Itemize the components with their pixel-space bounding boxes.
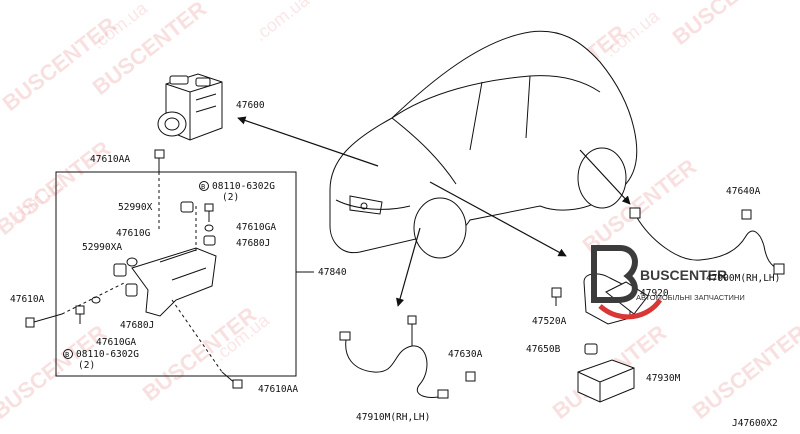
bracket-icon <box>131 247 217 317</box>
logo-b-icon: BUSCENTER АВТОМОБІЛЬНІ ЗАПЧАСТИНИ <box>591 245 745 320</box>
washer-icon <box>91 296 101 304</box>
nut-icon <box>113 263 127 277</box>
part-number: 47840 <box>318 267 347 278</box>
wheel-speed-sensor-icon <box>629 207 785 275</box>
watermark-brand: BUSCENTER <box>138 302 261 406</box>
part-number: 47680J <box>236 238 270 249</box>
part-number: 47930M <box>646 373 681 384</box>
logo-swoosh <box>598 298 663 320</box>
part-labels: 47600 47610AA 47840 47610A 47610AA 52990… <box>10 100 780 429</box>
diagram-code: J47600X2 <box>732 418 778 429</box>
part-number: 08110-6302G <box>212 181 275 192</box>
watermark-domain: .com.ua <box>4 173 68 229</box>
abs-actuator-icon <box>157 73 223 141</box>
part-number: 52990XA <box>82 242 122 253</box>
washer-icon <box>204 224 214 232</box>
part-qty: (2) <box>78 360 95 371</box>
wheel-speed-sensor-icon <box>339 315 476 399</box>
bolt-icon <box>551 287 562 306</box>
svg-text:B: B <box>65 351 69 359</box>
part-number: 47640A <box>726 186 761 197</box>
part-qty: (2) <box>222 192 239 203</box>
bolt-icon <box>154 149 165 172</box>
watermark-brand: BUSCENTER <box>668 0 791 50</box>
bushing-icon <box>203 235 216 246</box>
bolt-icon <box>25 313 63 328</box>
part-number: 47900M(RH,LH) <box>706 273 780 284</box>
car-outline-icon <box>329 30 638 259</box>
part-number: 47630A <box>448 349 483 360</box>
part-number: 47610AA <box>90 154 130 165</box>
logo-name: BUSCENTER <box>640 267 727 283</box>
watermark-brand: BUSCENTER <box>688 320 800 424</box>
part-number: 47910M(RH,LH) <box>356 412 430 423</box>
bolt-icon <box>204 203 214 222</box>
bracket-group-frame <box>55 171 314 377</box>
part-number: 47610GA <box>96 337 136 348</box>
leader-lines <box>61 172 223 373</box>
part-number: 47610G <box>116 228 151 239</box>
part-number: 52990X <box>118 202 153 213</box>
svg-text:B: B <box>201 183 205 191</box>
part-number: 47610AA <box>258 384 298 395</box>
part-number: 47650B <box>526 344 561 355</box>
part-number: 47610GA <box>236 222 276 233</box>
bolt-icon <box>221 371 243 389</box>
nut-icon <box>180 201 194 213</box>
bolt-icon <box>75 305 85 324</box>
yaw-rate-sensor-icon <box>577 359 635 403</box>
part-number: 47520A <box>532 316 567 327</box>
nut-icon <box>584 343 598 355</box>
part-number: 47680J <box>120 320 154 331</box>
bushing-icon <box>125 283 138 297</box>
pointer-arrows <box>237 116 631 307</box>
part-number: 47610A <box>10 294 45 305</box>
washer-icon <box>126 257 138 267</box>
logo-tagline: АВТОМОБІЛЬНІ ЗАПЧАСТИНИ <box>636 293 745 302</box>
part-number: 08110-6302G <box>76 349 139 360</box>
part-number: 47920 <box>640 288 669 299</box>
watermark-domain: .com.ua <box>250 0 314 45</box>
part-number: 47600 <box>236 100 265 111</box>
